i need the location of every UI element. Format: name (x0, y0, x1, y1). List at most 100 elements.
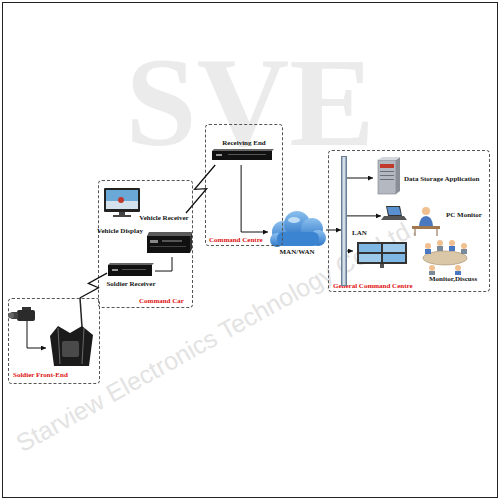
monitor-wall (359, 244, 381, 252)
wireless-link (186, 165, 215, 213)
soldier-vest (50, 326, 93, 366)
group-label: Soldier Front-End (13, 371, 68, 379)
meeting-group (455, 271, 461, 275)
storage-server (396, 157, 400, 194)
group-box: Soldier Front-End (8, 298, 100, 384)
receiving-unit (212, 151, 272, 160)
meeting-group (437, 240, 443, 246)
monitor-wall (357, 242, 407, 268)
network-cloud (270, 211, 326, 247)
meeting-group (423, 240, 467, 275)
network-link (326, 230, 341, 231)
meeting-group (425, 249, 431, 254)
node-label: MAN/WAN (262, 248, 332, 256)
device-node: Soldier Receiver (107, 264, 155, 290)
device-node: Receiving End (208, 133, 280, 165)
lan-bus: LAN (341, 156, 347, 286)
storage-server (380, 175, 394, 176)
soldier-receiver-unit (122, 269, 146, 270)
meeting-group (429, 271, 435, 275)
device-node: Monitor,Discuss (353, 239, 483, 287)
group-box: Command CarVehicle DisplayVehicle Receiv… (98, 180, 193, 308)
network-cloud (288, 217, 300, 223)
vehicle-monitor (104, 188, 140, 217)
soldier-receiver-unit (108, 263, 154, 276)
video-camera (17, 310, 35, 321)
laptop-user (412, 226, 440, 229)
rack-receiver (190, 232, 192, 253)
node-label: Vehicle Receiver (129, 214, 199, 222)
receiving-unit (216, 154, 222, 156)
video-camera (27, 321, 46, 348)
page-frame (3, 3, 498, 498)
laptop-user (381, 216, 407, 220)
node-label: Monitor,Discuss (429, 275, 477, 283)
monitor-wall (380, 264, 384, 268)
soldier-vest (62, 341, 79, 357)
soldier-vest (80, 298, 82, 327)
meeting-group (449, 246, 455, 251)
vehicle-monitor (118, 197, 124, 203)
receiving-unit (212, 149, 274, 151)
video-camera (22, 307, 31, 310)
monitor-wall (359, 254, 381, 262)
node-label: PC Monitor (446, 211, 482, 219)
network-link (347, 178, 373, 179)
network-cloud (277, 232, 319, 246)
group-label: Command Car (139, 297, 184, 305)
vehicle-monitor (104, 188, 140, 212)
node-label: Soldier Receiver (97, 280, 165, 288)
soldier-vest (50, 298, 93, 366)
soldier-receiver-unit (108, 265, 152, 276)
node-label: LAN (352, 229, 367, 237)
device-node: Vehicle Display (99, 188, 141, 236)
meeting-group (425, 243, 431, 249)
soldier-receiver-unit (112, 269, 118, 271)
vehicle-monitor (106, 190, 138, 209)
laptop-user (422, 207, 430, 215)
cloud-node: MAN/WAN (268, 208, 326, 258)
node-label: Data Storage Application (404, 175, 479, 183)
soldier-vest (58, 328, 60, 364)
rack-receiver (147, 232, 192, 236)
network-link (347, 215, 381, 216)
meeting-group (455, 265, 461, 271)
monitor-wall (383, 254, 405, 262)
meeting-group (461, 249, 467, 254)
device-node: Data Storage Application (373, 159, 483, 197)
soldier-vest (82, 328, 84, 364)
network-link (155, 257, 172, 271)
device-node: PC Monitor (381, 204, 485, 238)
laptop-user (386, 206, 402, 216)
group-box: Command Centre Receiving End (205, 124, 283, 246)
laptop-user (419, 216, 433, 226)
rack-receiver (150, 246, 186, 247)
storage-server (380, 171, 394, 172)
network-link (241, 165, 268, 232)
receiving-unit (228, 154, 266, 155)
rack-receiver (162, 240, 182, 242)
rack-receiver (147, 232, 192, 253)
storage-server (380, 164, 394, 168)
vehicle-monitor (113, 215, 131, 217)
laptop-user (437, 229, 438, 236)
laptop-user (381, 206, 440, 236)
soldier-receiver-unit (108, 263, 154, 265)
laptop-user (415, 229, 416, 236)
node-label: Vehicle Display (89, 227, 151, 235)
group-label: Command Centre (209, 236, 263, 244)
storage-server (378, 157, 400, 194)
node-label: Receiving End (208, 139, 280, 147)
meeting-group (437, 246, 443, 251)
receiving-unit (212, 149, 274, 160)
network-link (347, 251, 353, 252)
video-camera (8, 307, 46, 348)
storage-server (378, 157, 400, 160)
laptop-user (387, 207, 401, 215)
meeting-group (429, 265, 435, 271)
rack-receiver (150, 240, 158, 243)
storage-server (380, 179, 394, 180)
